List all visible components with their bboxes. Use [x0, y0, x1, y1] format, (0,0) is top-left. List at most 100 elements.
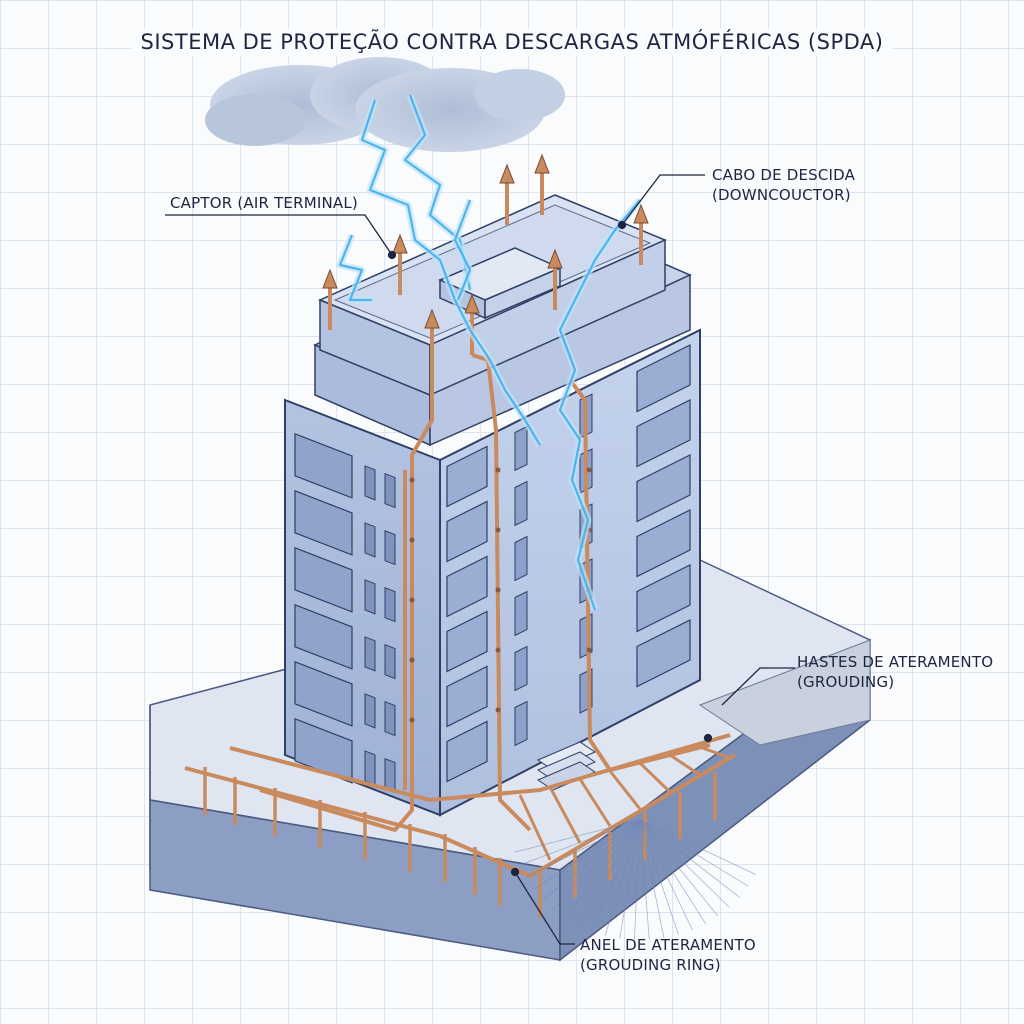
window: [446, 720, 488, 783]
conductor-clamp: [409, 717, 415, 723]
window: [364, 693, 376, 729]
down-conductor: [471, 353, 532, 832]
air-terminal-tip: [534, 153, 550, 174]
down-conductor: [259, 370, 434, 832]
window: [446, 555, 488, 618]
conductor-clamp: [495, 647, 501, 653]
field-line: [639, 819, 679, 935]
lightning-bolts: [336, 93, 643, 612]
field-line: [525, 819, 641, 878]
field-line: [639, 819, 757, 875]
field-line: [604, 819, 641, 936]
window: [636, 399, 691, 468]
leader-lines: [165, 174, 795, 945]
field-line: [639, 819, 706, 924]
window: [446, 610, 488, 673]
field-line: [639, 819, 665, 939]
window: [636, 509, 691, 578]
grounding-system: [184, 733, 757, 940]
label-hastes-de-aterramento: HASTES DE ATERAMENTO (GROUDING): [797, 653, 994, 691]
lightning-bolt: [453, 199, 472, 301]
air-terminal-tip: [633, 203, 649, 224]
building-top: [313, 194, 692, 447]
label-captor: CAPTOR (AIR TERMINAL): [170, 194, 358, 212]
field-line: [564, 819, 641, 919]
window: [384, 472, 396, 509]
field-line: [639, 819, 650, 940]
air-terminals: [322, 153, 649, 370]
conductor-clamp: [586, 467, 592, 473]
air-terminal-tip: [392, 233, 408, 254]
window: [384, 643, 396, 680]
window: [364, 579, 376, 615]
conductor-clamp: [495, 527, 501, 533]
air-terminal-tip: [464, 293, 480, 314]
grounding-ring: [184, 753, 737, 879]
window: [636, 619, 691, 688]
field-line: [590, 819, 641, 932]
window: [514, 700, 528, 747]
ground-link: [548, 786, 582, 844]
window: [294, 432, 353, 499]
window: [446, 665, 488, 728]
window: [364, 636, 376, 672]
field-line: [634, 819, 641, 940]
ground-link: [608, 770, 642, 810]
lightning-bolt: [558, 199, 641, 611]
conductor-clamp: [409, 537, 415, 543]
leader-cabo: [621, 174, 705, 226]
leader-captor: [165, 214, 393, 256]
window: [294, 603, 353, 670]
down-conductor: [568, 378, 711, 772]
window: [294, 489, 353, 556]
window: [364, 750, 376, 786]
field-line: [553, 819, 641, 910]
conductor-clamp: [409, 477, 415, 483]
conductor-clamp: [586, 647, 592, 653]
window: [636, 564, 691, 633]
leader-anel: [514, 871, 575, 945]
field-line: [639, 819, 693, 931]
field-line: [639, 819, 730, 908]
field-line: [619, 819, 641, 939]
window: [294, 546, 353, 613]
conductor-clamp: [495, 587, 501, 593]
window: [636, 454, 691, 523]
air-terminal-tip: [547, 248, 563, 269]
field-line: [514, 819, 641, 853]
lightning-bolt: [338, 234, 372, 302]
window: [514, 535, 528, 582]
window: [384, 700, 396, 737]
window: [514, 425, 528, 472]
window: [514, 645, 528, 692]
air-terminal-tip: [424, 308, 440, 329]
leader-hastes: [721, 667, 795, 706]
ground-link: [699, 745, 731, 760]
ground-link: [638, 761, 672, 794]
storm-cloud: [205, 57, 565, 152]
ground-link: [518, 794, 552, 861]
field-line: [639, 819, 740, 898]
window: [384, 586, 396, 623]
window: [446, 500, 488, 563]
window: [294, 660, 353, 727]
field-line: [639, 819, 749, 887]
window: [364, 522, 376, 558]
lightning-bolt: [360, 99, 541, 446]
building-right-face: [439, 328, 701, 817]
down-conductors: [259, 353, 711, 832]
window: [384, 529, 396, 566]
conductor-clamp: [495, 707, 501, 713]
window: [294, 717, 353, 784]
field-line: [519, 819, 641, 866]
entrance-steps: [536, 741, 597, 791]
window: [514, 480, 528, 527]
conductor-clamp: [495, 467, 501, 473]
field-line: [639, 819, 719, 917]
window: [446, 445, 488, 508]
window: [364, 465, 376, 501]
ground-link: [669, 753, 701, 777]
air-terminal-tip: [499, 163, 515, 184]
field-line: [577, 819, 641, 926]
